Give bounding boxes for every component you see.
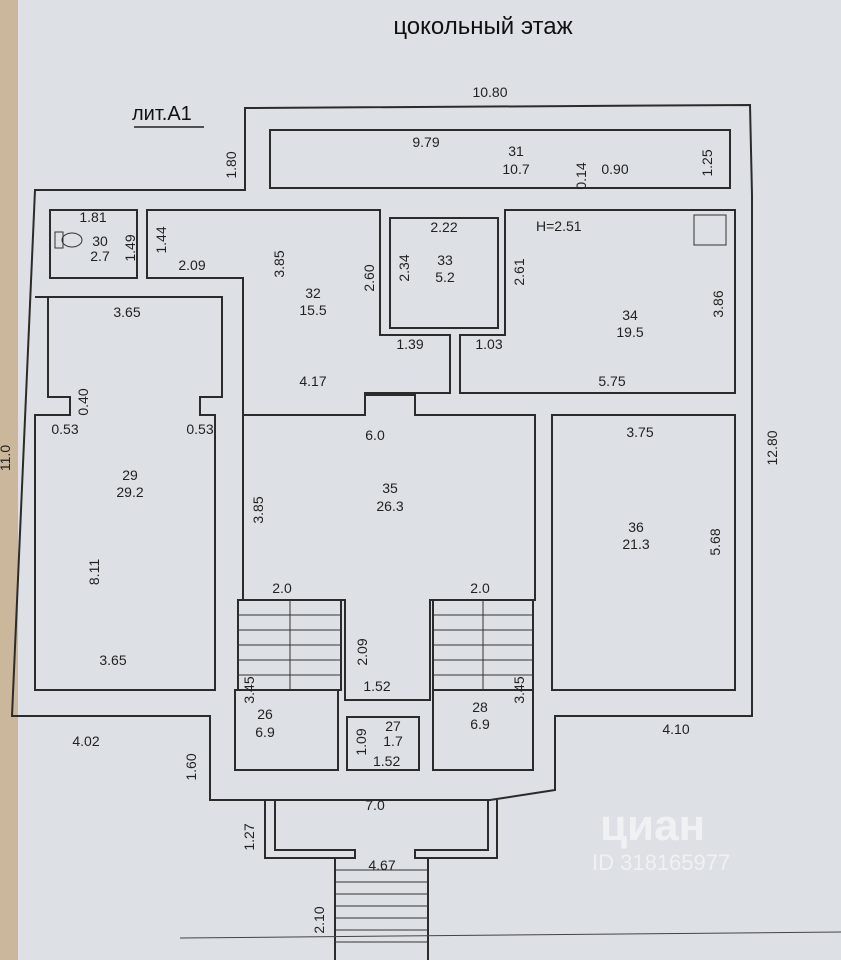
- dimension: 2.0: [272, 580, 292, 596]
- dimension: 3.65: [113, 304, 140, 320]
- dimension: 2.09: [354, 638, 370, 665]
- room-33-number: 33: [437, 252, 453, 268]
- stair-treads: [238, 600, 533, 943]
- dimension: 3.45: [511, 676, 527, 703]
- dimension: 2.0: [470, 580, 490, 596]
- dimension: 1.27: [241, 823, 257, 850]
- toilet-icon: [54, 231, 83, 249]
- room-34-area: 19.5: [616, 324, 643, 340]
- block-label: лит.А1: [132, 103, 192, 125]
- dimension: 3.86: [710, 290, 726, 317]
- dimension: 0.53: [186, 421, 213, 437]
- room-36-number: 36: [628, 519, 644, 535]
- dimension: 1.25: [699, 149, 715, 176]
- dimension: 2.60: [361, 264, 377, 291]
- dimension: 1.44: [153, 226, 169, 253]
- dimension: 1.52: [363, 678, 390, 694]
- dimension: 1.60: [183, 753, 199, 780]
- room-31-area: 10.7: [502, 161, 529, 177]
- room-28-number: 28: [472, 699, 488, 715]
- dimension: 4.02: [72, 733, 99, 749]
- dimension: 2.22: [430, 219, 457, 235]
- dimension: 4.17: [299, 373, 326, 389]
- dimension: 0.40: [75, 388, 91, 415]
- dimension: 12.80: [764, 430, 780, 465]
- dimension: 0.14: [573, 162, 589, 189]
- room-29-area: 29.2: [116, 484, 143, 500]
- dimension-labels: 10.80 9.79 1.80 0.14 0.90 1.25 1.81 1.49…: [0, 84, 780, 934]
- dimension: 5.75: [598, 373, 625, 389]
- room-30-area: 2.7: [90, 248, 110, 264]
- plan-title: цокольный этаж: [393, 13, 572, 40]
- room-29-number: 29: [122, 467, 138, 483]
- room-32-area: 15.5: [299, 302, 326, 318]
- room-28-area: 6.9: [470, 716, 490, 732]
- dimension: 3.85: [250, 496, 266, 523]
- dimension: 0.53: [51, 421, 78, 437]
- dimension: 6.0: [365, 427, 385, 443]
- dimension: 7.0: [365, 797, 385, 813]
- ceiling-height: H=2.51: [536, 218, 582, 234]
- room-30-number: 30: [92, 233, 108, 249]
- dimension: 11.0: [0, 445, 13, 471]
- watermark-brand: циан: [600, 801, 705, 850]
- dimension: 8.11: [86, 559, 102, 585]
- dimension: 1.39: [396, 336, 423, 352]
- dimension: 3.65: [99, 652, 126, 668]
- room-36-area: 21.3: [622, 536, 649, 552]
- dimension: 3.85: [271, 250, 287, 277]
- dimension: 2.34: [396, 254, 412, 281]
- room-27-area: 1.7: [383, 733, 403, 749]
- dimension: 2.10: [311, 906, 327, 933]
- room-27-number: 27: [385, 718, 401, 734]
- room-26-number: 26: [257, 706, 273, 722]
- paper-edge: [0, 0, 18, 960]
- boiler-icon: [693, 214, 727, 246]
- watermark-id: ID 318165977: [592, 850, 730, 875]
- dimension: 1.80: [223, 151, 239, 178]
- walls: [10, 103, 753, 960]
- dimension: 4.10: [662, 721, 689, 737]
- footer-divider: [179, 931, 841, 939]
- dimension: 2.09: [178, 257, 205, 273]
- dimension: 10.80: [472, 84, 507, 100]
- dimension: 4.67: [368, 857, 395, 873]
- room-32-number: 32: [305, 285, 321, 301]
- dimension: 3.45: [241, 676, 257, 703]
- dimension: 2.61: [511, 258, 527, 285]
- dimension: 1.09: [353, 728, 369, 755]
- room-35-area: 26.3: [376, 498, 403, 514]
- dimension: 5.68: [707, 528, 723, 555]
- room-35-number: 35: [382, 480, 398, 496]
- dimension: 1.03: [475, 336, 502, 352]
- dimension: 3.75: [626, 424, 653, 440]
- dimension: 1.49: [122, 234, 138, 261]
- dimension: 1.81: [79, 209, 106, 225]
- room-33-area: 5.2: [435, 269, 455, 285]
- dimension: 9.79: [412, 134, 439, 150]
- dimension: 1.52: [373, 753, 400, 769]
- dimension: 0.90: [601, 161, 628, 177]
- room-34-number: 34: [622, 307, 638, 323]
- room-26-area: 6.9: [255, 724, 275, 740]
- watermark: циан ID 318165977: [592, 801, 730, 875]
- room-31-number: 31: [508, 143, 524, 159]
